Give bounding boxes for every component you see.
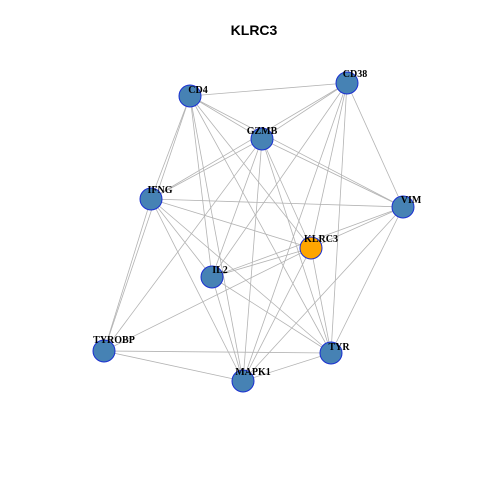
edge-ifng-il2	[150, 198, 213, 278]
nodes-layer	[92, 71, 415, 393]
edge-tyrobp-mapk1	[103, 350, 244, 382]
edge-gzmb-tyrobp	[103, 138, 263, 352]
edge-ifng-klrc3	[150, 198, 312, 249]
edge-tyr-mapk1	[242, 352, 332, 382]
node-label-ifng: IFNG	[148, 185, 173, 196]
edge-il2-mapk1	[211, 276, 244, 382]
edge-cd4-cd38	[189, 82, 348, 97]
edge-cd4-vim	[189, 95, 404, 208]
edge-ifng-tyrobp	[103, 198, 152, 352]
edge-cd4-ifng	[150, 95, 191, 200]
edge-gzmb-ifng	[150, 138, 263, 200]
node-label-klrc3: KLRC3	[304, 234, 338, 245]
edge-cd38-ifng	[150, 82, 348, 200]
edge-cd38-klrc3	[310, 82, 348, 249]
edge-ifng-vim	[150, 198, 404, 208]
edge-cd4-klrc3	[189, 95, 312, 249]
node-tyrobp	[92, 339, 116, 363]
edge-tyrobp-tyr	[103, 350, 332, 354]
edge-vim-tyr	[330, 206, 404, 354]
edge-cd4-gzmb	[189, 95, 263, 140]
edge-cd4-mapk1	[189, 95, 244, 382]
node-cd4	[178, 84, 202, 108]
node-label-il2: IL2	[212, 265, 228, 276]
graph-title: KLRC3	[231, 22, 278, 38]
edge-ifng-tyr	[150, 198, 332, 354]
node-mapk1	[231, 369, 255, 393]
edge-cd38-tyr	[330, 82, 348, 354]
node-label-tyr: TYR	[328, 342, 350, 353]
edge-cd38-il2	[211, 82, 348, 278]
edge-vim-klrc3	[310, 206, 404, 249]
node-label-cd4: CD4	[188, 85, 207, 96]
node-label-cd38: CD38	[343, 69, 367, 80]
node-gzmb	[250, 127, 274, 151]
edge-cd4-il2	[189, 95, 213, 278]
edge-gzmb-il2	[211, 138, 263, 278]
edge-cd38-gzmb	[261, 82, 348, 140]
node-tyr	[319, 341, 343, 365]
node-ifng	[139, 187, 163, 211]
edge-klrc3-tyr	[310, 247, 332, 354]
edge-cd4-tyr	[189, 95, 332, 354]
node-label-gzmb: GZMB	[247, 126, 278, 137]
edge-cd38-vim	[346, 82, 404, 208]
edge-gzmb-vim	[261, 138, 404, 208]
edge-klrc3-tyrobp	[103, 247, 312, 352]
edge-il2-tyr	[211, 276, 332, 354]
node-label-vim: VIM	[401, 195, 422, 206]
node-klrc3	[299, 236, 323, 260]
edge-cd4-tyrobp	[103, 95, 191, 352]
edge-gzmb-mapk1	[242, 138, 263, 382]
node-vim	[391, 195, 415, 219]
edge-gzmb-klrc3	[261, 138, 312, 249]
edge-klrc3-il2	[211, 247, 312, 278]
edge-cd38-mapk1	[242, 82, 348, 382]
node-label-tyrobp: TYROBP	[93, 335, 135, 346]
node-cd38	[335, 71, 359, 95]
node-label-mapk1: MAPK1	[235, 367, 271, 378]
edges-layer	[103, 82, 404, 382]
edge-vim-mapk1	[242, 206, 404, 382]
edge-ifng-mapk1	[150, 198, 244, 382]
edge-klrc3-mapk1	[242, 247, 312, 382]
node-il2	[200, 265, 224, 289]
